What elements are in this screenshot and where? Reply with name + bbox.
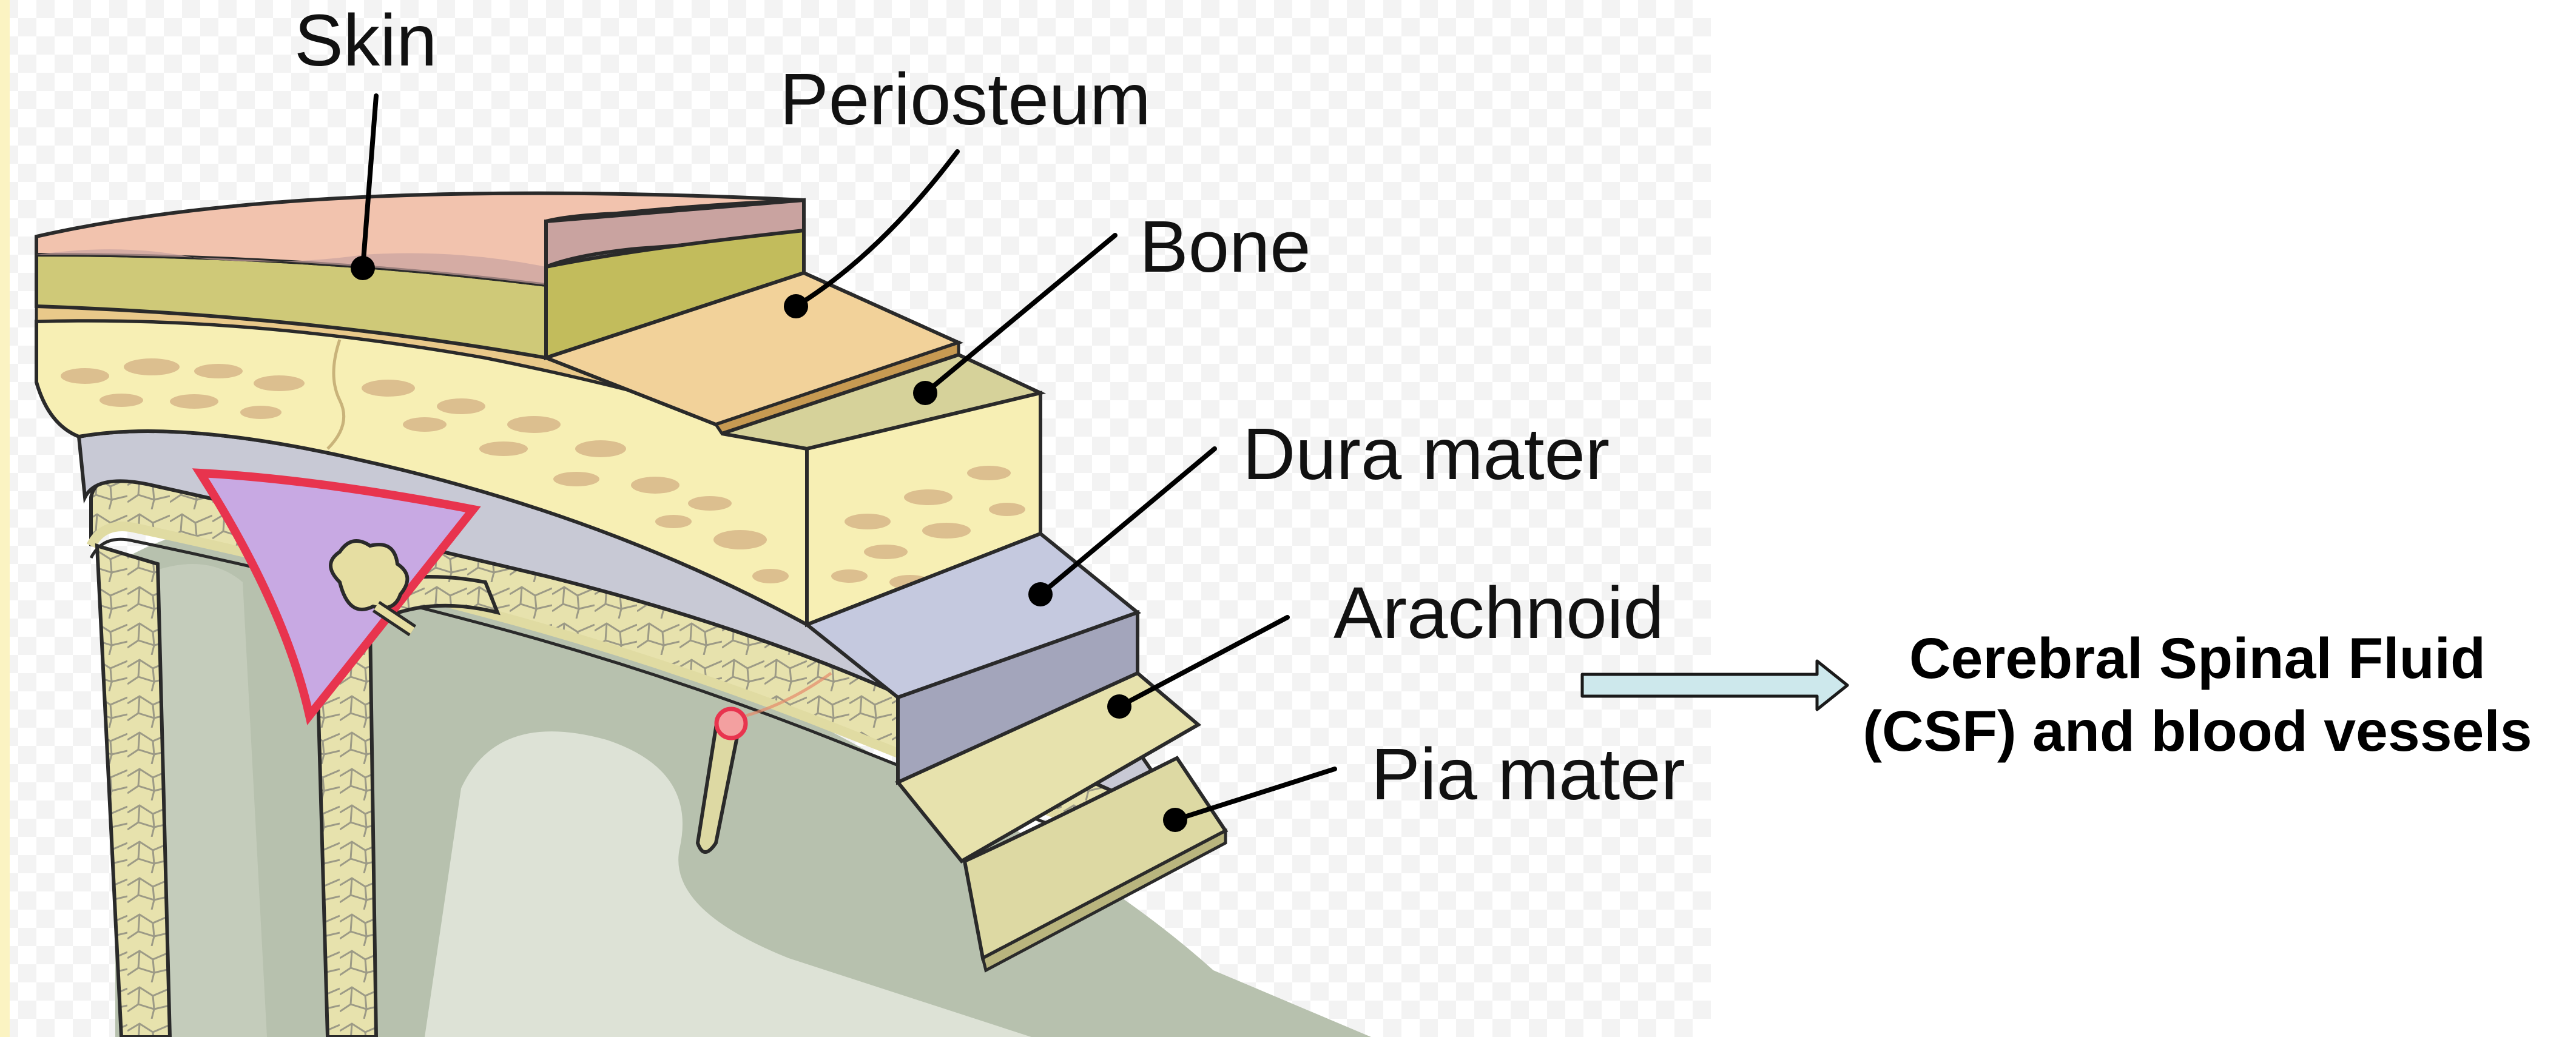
bone-leader-line: [923, 233, 1118, 395]
brain-tissue-light: [425, 731, 1031, 1037]
periosteum-leader-line: [794, 149, 960, 309]
csf-annotation-line1: Cerebral Spinal Fluid: [1909, 626, 2486, 691]
csf-arrow: [1580, 659, 1849, 711]
pia-block-top: [962, 756, 1229, 961]
pia-mater-label: Pia mater: [1371, 733, 1685, 815]
arachnoid-label: Arachnoid: [1334, 571, 1664, 654]
falx-left-wall: [95, 543, 172, 1037]
suture-line: [326, 339, 346, 450]
periosteum-leader-dot: [784, 294, 808, 318]
dura-leader-line: [1038, 446, 1217, 597]
arachnoid-leader-dot: [1107, 694, 1131, 719]
vessel-branch: [746, 671, 832, 717]
pia-block-face: [981, 828, 1227, 973]
skin-leader-line: [360, 93, 379, 270]
arachnoid-granulation: [329, 539, 410, 611]
bone-spots: [61, 358, 789, 583]
granulation-stalk-fill: [374, 603, 415, 634]
arachnoid-block-top: [895, 671, 1202, 864]
subarachnoid-vessel: [714, 706, 748, 740]
skin-dermis-wave: [36, 249, 546, 285]
periosteum-label: Periosteum: [780, 58, 1151, 140]
bone-label: Bone: [1139, 205, 1311, 287]
csf-annotation-line2: (CSF) and blood vessels: [1863, 699, 2532, 763]
skin-label: Skin: [294, 0, 437, 81]
arachnoid-leader-line: [1117, 615, 1290, 709]
dura-mater-label: Dura mater: [1242, 412, 1610, 495]
pia-leader-line: [1173, 767, 1337, 822]
pia-leader-dot: [1163, 808, 1187, 832]
bone-leader-dot: [913, 381, 937, 405]
bone-block-spots: [831, 466, 1025, 589]
dura-leader-dot: [1028, 582, 1053, 606]
skin-leader-dot: [351, 256, 375, 280]
sulcus-pia-fold: [695, 725, 740, 854]
left-edge-strip: [0, 0, 10, 1037]
subcut-block-face: [544, 228, 806, 361]
